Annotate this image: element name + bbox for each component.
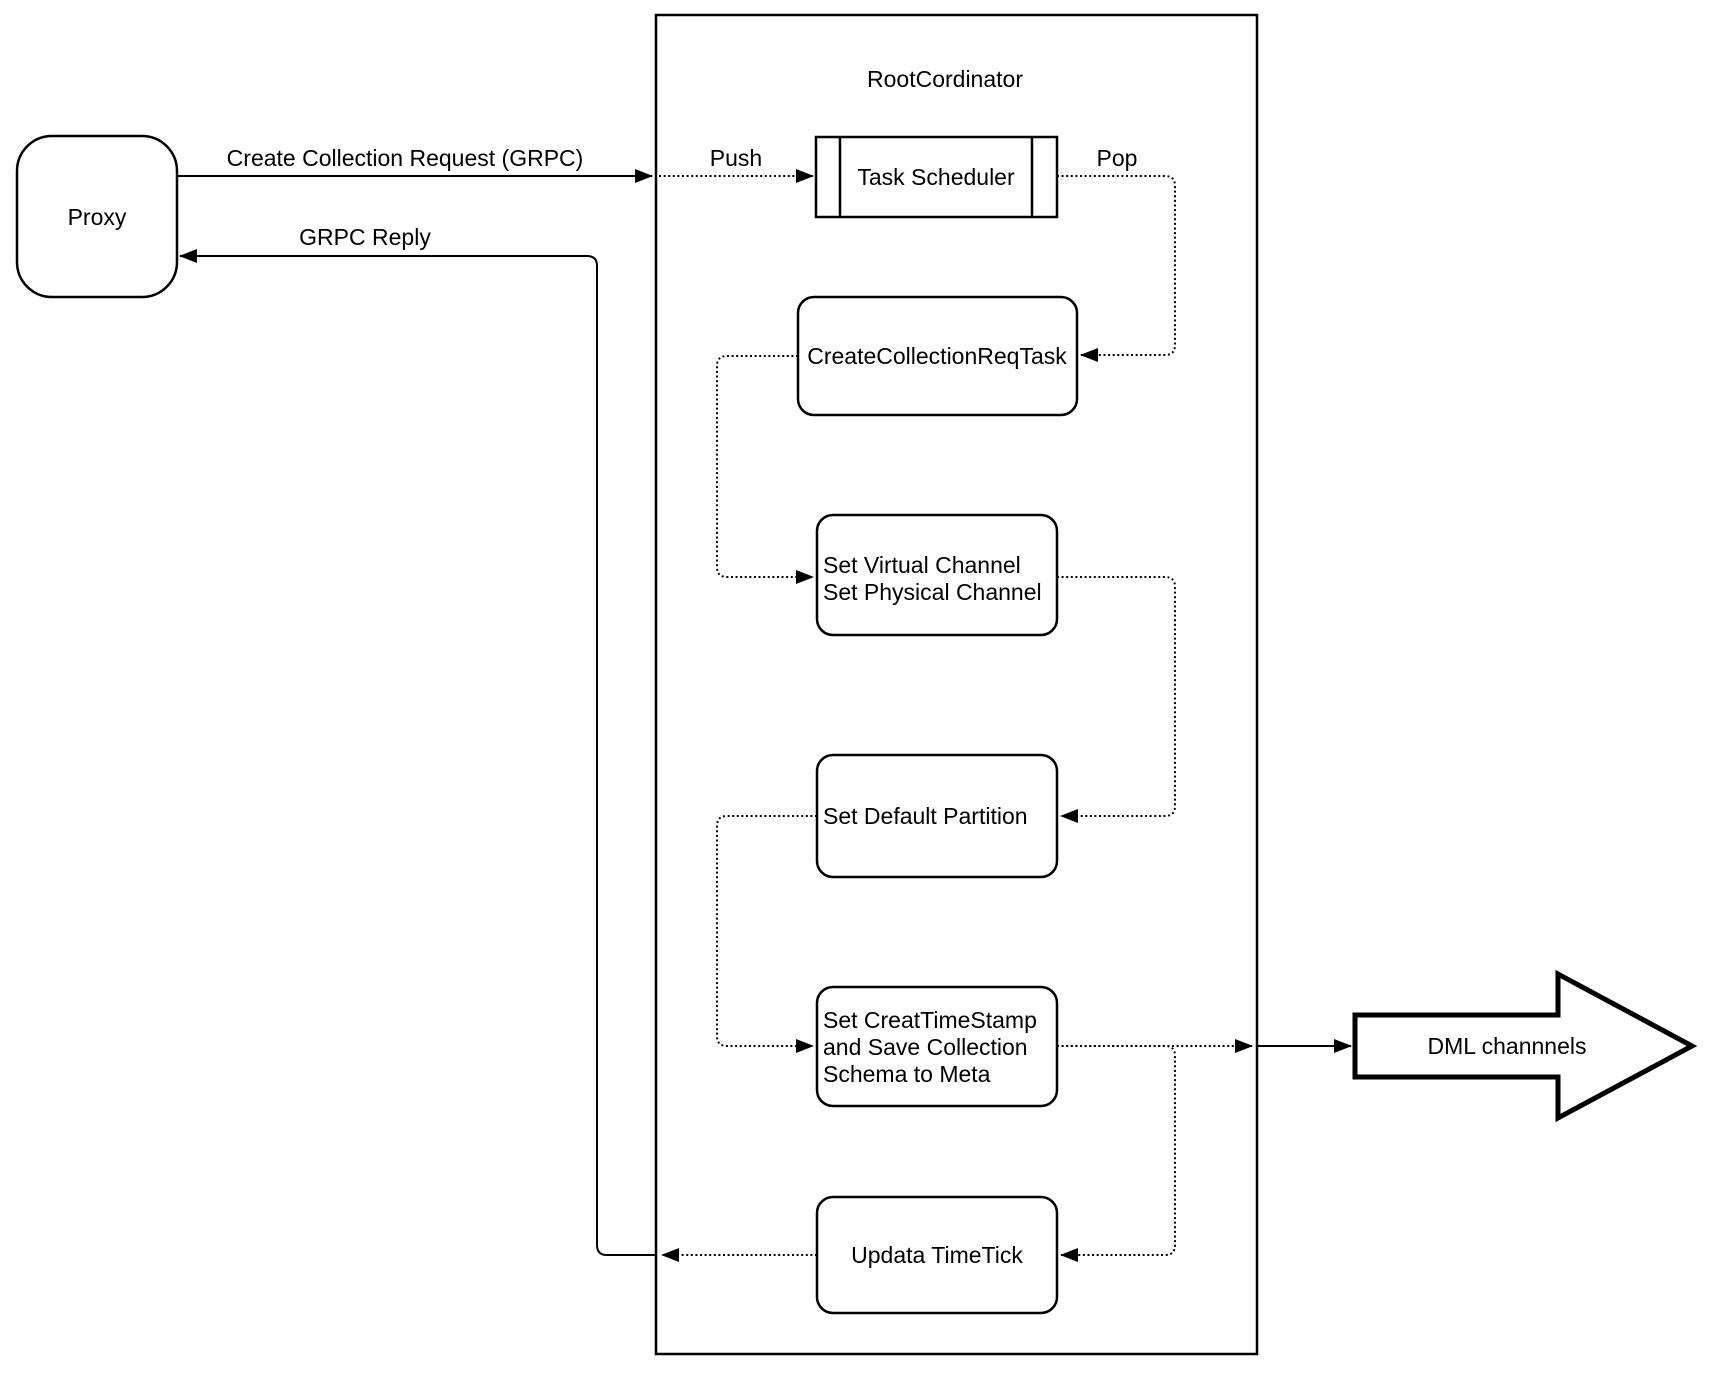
edge-pop	[1057, 175, 1176, 362]
set-timestamp-line3: Schema to Meta	[823, 1061, 991, 1087]
set-timestamp-node	[815, 985, 1059, 1108]
set-default-partition-node	[815, 753, 1059, 879]
root-coordinator-container	[654, 13, 1259, 1356]
dml-channels-label: DML channnels	[1428, 1033, 1587, 1059]
request-edge-label: Create Collection Request (GRPC)	[227, 145, 584, 171]
set-channels-line1: Set Virtual Channel	[823, 552, 1021, 578]
update-timetick-label: Updata TimeTick	[851, 1242, 1023, 1268]
pop-edge-label: Pop	[1097, 145, 1138, 171]
create-collection-req-task-label: CreateCollectionReqTask	[807, 343, 1067, 369]
edge-partition-to-timestamp	[716, 815, 817, 1053]
task-scheduler-node	[814, 135, 1059, 219]
proxy-label: Proxy	[68, 204, 127, 230]
edge-grpc-reply	[179, 249, 656, 1256]
edge-createreq-to-channels	[716, 355, 814, 584]
dml-channels-arrow	[1352, 969, 1698, 1123]
set-timestamp-line1: Set CreatTimeStamp	[823, 1007, 1037, 1033]
set-timestamp-line2: and Save Collection	[823, 1034, 1028, 1060]
edge-channels-to-partition	[1057, 576, 1176, 823]
root-coordinator-title: RootCordinator	[867, 66, 1023, 92]
task-scheduler-label: Task Scheduler	[857, 164, 1015, 190]
set-channels-line2: Set Physical Channel	[823, 579, 1042, 605]
create-collection-req-task-node	[796, 295, 1079, 417]
update-timetick-node	[815, 1195, 1059, 1315]
reply-edge-label: GRPC Reply	[299, 224, 431, 250]
push-edge-label: Push	[710, 145, 762, 171]
proxy-node	[15, 134, 179, 299]
set-channels-node	[815, 513, 1059, 637]
edge-timestamp-to-timetick	[1057, 1045, 1176, 1262]
set-default-partition-label: Set Default Partition	[823, 803, 1028, 829]
